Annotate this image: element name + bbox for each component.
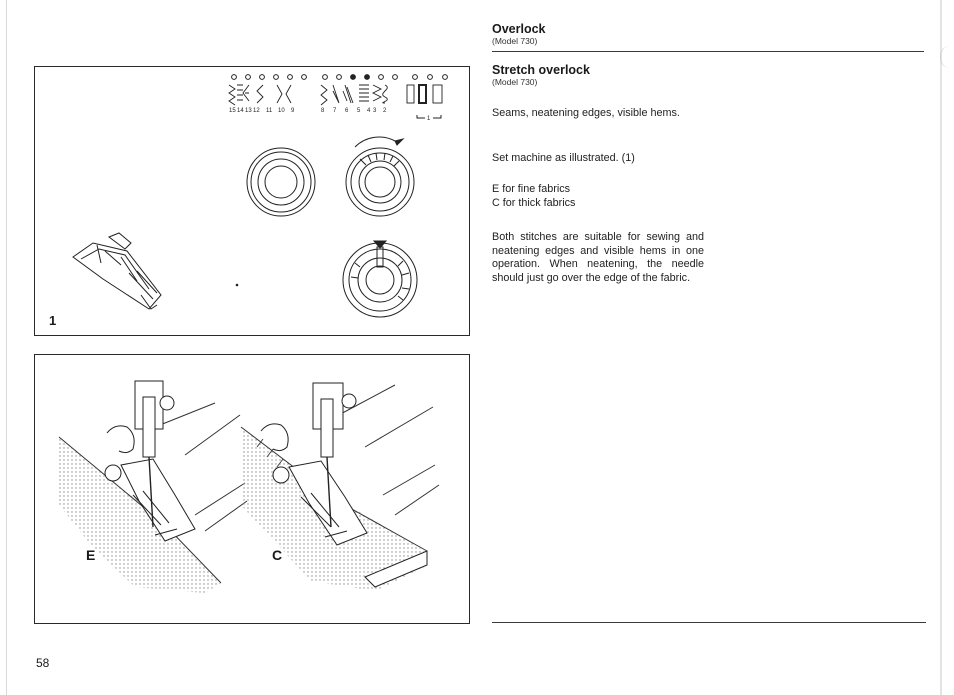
bottom-rule: [492, 622, 926, 623]
stitch-symbols: [228, 84, 443, 106]
stitch-length-dial: [342, 240, 418, 318]
stitch-number: 4: [367, 108, 371, 114]
stitch-width-dial: [345, 136, 415, 217]
stitch-number: 13: [245, 108, 252, 114]
figure-1-machine-settings: 15 14 13 12 11 10 9 8 7 6 5 4 3 2 1 1: [34, 66, 470, 336]
presser-foot-c: [260, 382, 368, 546]
paragraph-uses: Seams, neatening edges, visible hems.: [492, 107, 680, 119]
paragraph-thick-fabrics: C for thick fabrics: [492, 197, 576, 209]
stitch-number: 15: [229, 108, 236, 114]
paragraph-fine-fabrics: E for fine fabrics: [492, 183, 571, 195]
heading-rule: [492, 51, 924, 52]
overlock-heading: Overlock (Model 730): [492, 22, 732, 47]
page-edge-right: [940, 0, 942, 695]
figure-number: 1: [49, 313, 57, 328]
stitch-number: 7: [333, 108, 337, 114]
presser-foot-e: [104, 380, 196, 542]
paragraph-setting: Set machine as illustrated. (1): [492, 152, 635, 164]
subsection-title: Stretch overlock: [492, 63, 590, 77]
bracket-label: 1: [427, 116, 431, 122]
stitch-number: 9: [291, 108, 295, 114]
section-title: Overlock: [492, 22, 546, 36]
stitch-number: 6: [345, 108, 349, 114]
stitch-number: 8: [321, 108, 325, 114]
figure-2-sewing-examples: E C: [34, 354, 470, 624]
stitch-number: 3: [373, 108, 377, 114]
stretch-overlock-heading: Stretch overlock (Model 730): [492, 63, 732, 88]
stitch-number: 5: [357, 108, 361, 114]
section-model: (Model 730): [492, 36, 538, 46]
paragraph-description: Both stitches are suitable for sewing an…: [492, 231, 704, 284]
width-dial-left: [246, 147, 316, 217]
page-corner-mark: [940, 46, 951, 68]
presser-foot-drawing: [72, 232, 162, 310]
figure-label-e: E: [86, 547, 96, 563]
stitch-indicator-dots: [231, 74, 448, 80]
figure-label-c: C: [272, 547, 283, 563]
stitch-number: 14: [237, 108, 244, 114]
figure-2-illustration: [58, 380, 440, 593]
stitch-number: 2: [383, 108, 387, 114]
stitch-number-row: 15 14 13 12 11 10 9 8 7 6 5 4 3 2 1: [229, 108, 431, 122]
stitch-number: 11: [266, 108, 273, 114]
figure-1-illustration: 15 14 13 12 11 10 9 8 7 6 5 4 3 2 1: [72, 74, 448, 318]
stitch-number: 10: [278, 108, 285, 114]
subsection-model: (Model 730): [492, 77, 538, 87]
page-edge-left: [6, 0, 7, 695]
stitch-number: 12: [253, 108, 260, 114]
page-number: 58: [36, 656, 50, 670]
